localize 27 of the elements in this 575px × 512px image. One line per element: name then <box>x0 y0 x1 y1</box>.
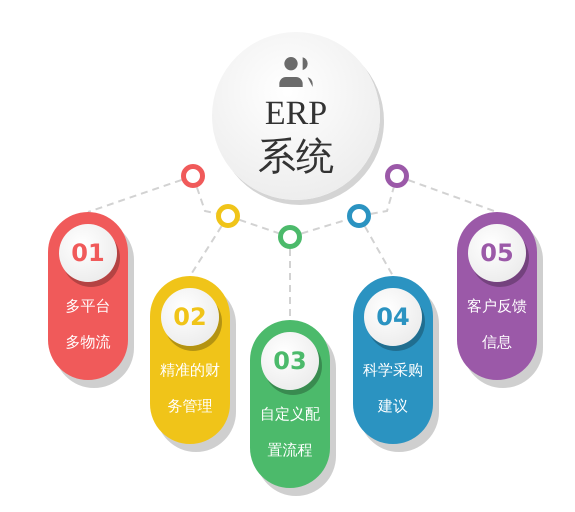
ring-circle <box>216 204 240 228</box>
title-text: ERP <box>264 94 328 134</box>
step-number: 01 <box>59 224 117 282</box>
step-label: 客户反馈信息 <box>466 296 528 353</box>
step-pill <box>457 212 537 380</box>
step-number: 02 <box>161 288 219 346</box>
step-number: 04 <box>364 288 422 346</box>
dashed-connector <box>239 218 279 234</box>
step-number: 05 <box>468 224 526 282</box>
step-label: 科学采购建议 <box>362 360 424 417</box>
step-label: 自定义配置流程 <box>259 404 321 461</box>
step-pill <box>353 276 433 444</box>
ring-circle <box>278 225 302 249</box>
dashed-connector <box>364 226 394 276</box>
step-pill <box>250 320 330 488</box>
dashed-connector <box>196 187 216 214</box>
step-label: 多平台多物流 <box>64 296 112 353</box>
step-pill <box>48 212 128 380</box>
dashed-connector <box>88 178 182 213</box>
step-label: 精准的财务管理 <box>159 360 221 417</box>
step-pill <box>150 276 230 444</box>
step-number: 03 <box>261 332 319 390</box>
ring-circle <box>385 164 409 188</box>
ring-circle <box>181 164 205 188</box>
ring-circle <box>347 204 371 228</box>
dashed-connector <box>370 187 395 215</box>
title-text: 系统 <box>258 134 334 180</box>
